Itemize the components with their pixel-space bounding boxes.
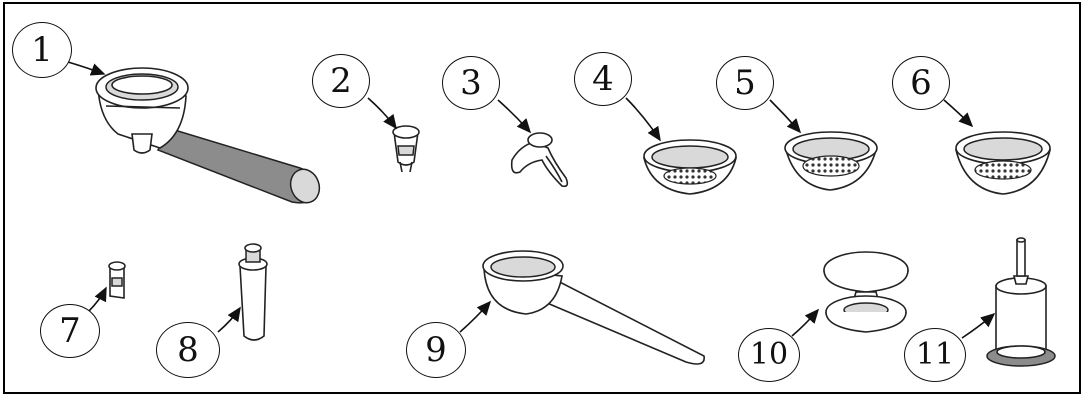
callout-5: 5	[716, 56, 774, 110]
steam-tube-part	[986, 237, 1056, 367]
callout-6: 6	[892, 56, 950, 110]
filter-basket-5	[784, 131, 878, 191]
cylinder-part	[238, 243, 268, 341]
clip-part	[510, 132, 569, 188]
nut-part	[108, 261, 126, 299]
callout-2: 2	[312, 54, 370, 108]
filter-basket-6	[954, 131, 1052, 195]
callout-7: 7	[40, 304, 100, 358]
callout-10: 10	[738, 328, 800, 382]
callout-4: 4	[574, 52, 632, 106]
filter-basket-4	[642, 139, 738, 195]
scoop-part	[482, 250, 705, 365]
nozzle-part	[392, 125, 420, 173]
portafilter-part	[95, 67, 321, 204]
callout-1: 1	[12, 22, 72, 78]
callout-9: 9	[406, 322, 466, 378]
callout-3: 3	[442, 56, 500, 110]
callout-8: 8	[156, 322, 220, 378]
tamper-part	[823, 251, 909, 333]
callout-11: 11	[904, 328, 966, 382]
